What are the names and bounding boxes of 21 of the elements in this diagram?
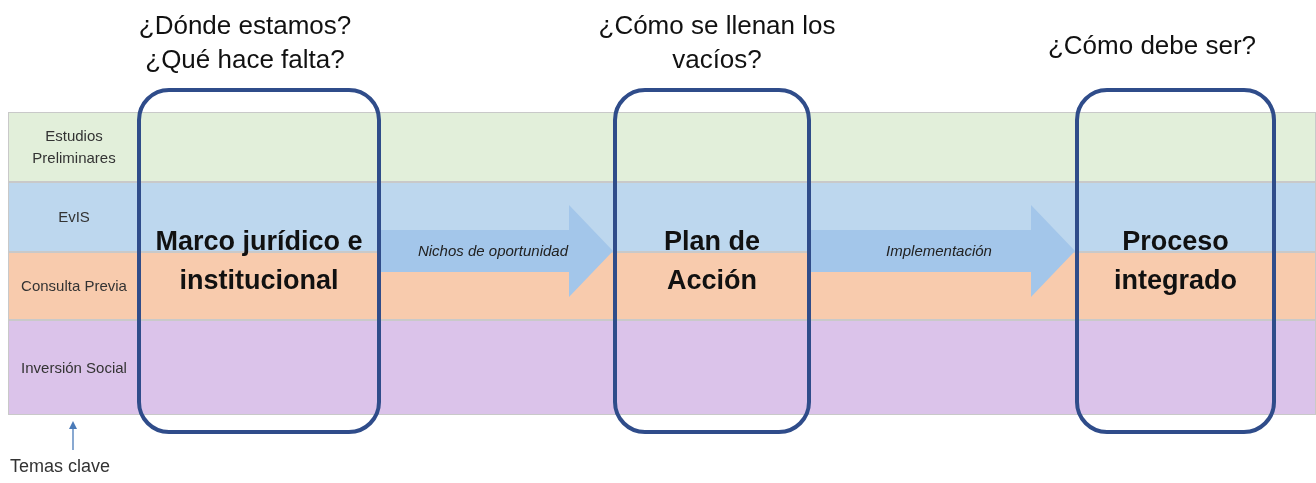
stage-box <box>137 88 381 434</box>
band-row <box>8 112 1316 182</box>
edge-label: Implementación <box>886 241 992 259</box>
question-heading: ¿Cómo debe ser? <box>1046 29 1258 62</box>
question-heading: ¿Cómo se llenan los vacíos? <box>597 9 837 76</box>
question-heading: ¿Dónde estamos? ¿Qué hace falta? <box>137 9 353 76</box>
band-label: Inversión Social <box>20 357 128 378</box>
edge-label: Nichos de oportunidad <box>417 241 569 259</box>
arrow <box>69 421 77 451</box>
stage-title: Plan de Acción <box>663 225 761 297</box>
stage-title: Proceso integrado <box>1113 225 1238 297</box>
stage-title: Marco jurídico e institucional <box>154 225 364 297</box>
band-label: EvIS <box>57 207 91 227</box>
block-arrow <box>381 205 613 297</box>
band-label: Consulta Previa <box>20 276 128 296</box>
band-row <box>8 320 1316 415</box>
stage-box <box>1075 88 1276 434</box>
block-arrow <box>811 205 1075 297</box>
caption-text: Temas clave <box>10 456 111 477</box>
stage-box <box>613 88 811 434</box>
band-label: Estudios Preliminares <box>31 126 117 168</box>
